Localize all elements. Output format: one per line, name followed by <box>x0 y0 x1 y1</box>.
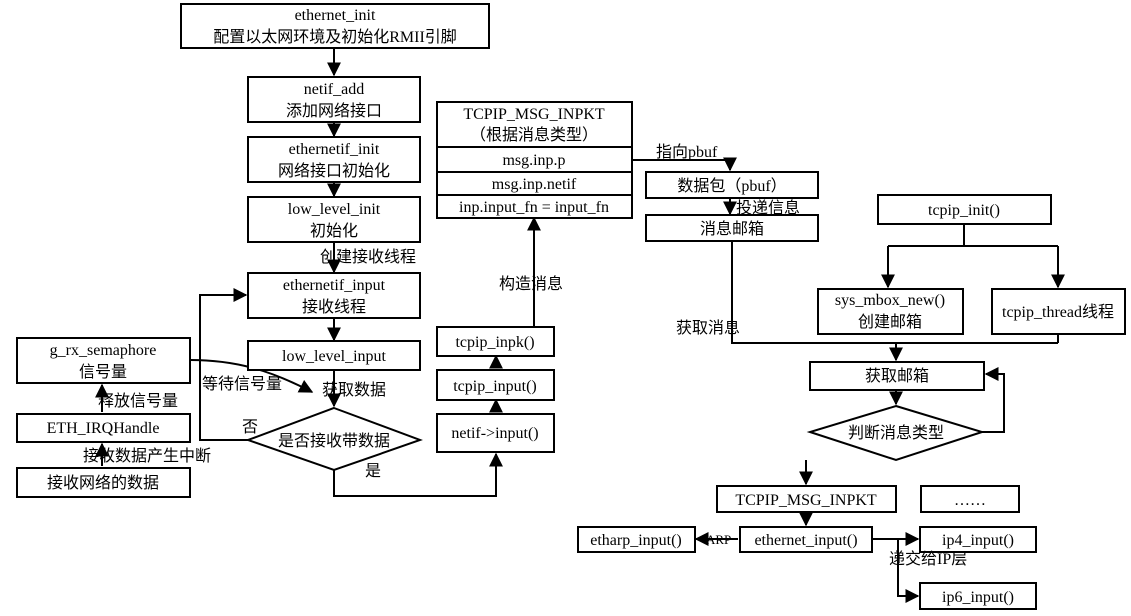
other-types-box: …… <box>920 485 1020 513</box>
fetch-mailbox-box: 获取邮箱 <box>809 361 985 391</box>
ethernet-init-box: ethernet_init 配置以太网环境及初始化RMII引脚 <box>180 3 490 49</box>
create-rx-thread-label: 创建接收线程 <box>320 248 416 266</box>
ethernetif-input-box: ethernetif_input 接收线程 <box>247 272 421 319</box>
fetch-message-label: 获取消息 <box>676 319 740 337</box>
fetch-mailbox-text: 获取邮箱 <box>865 367 929 385</box>
eth-irq-handle-name: ETH_IRQHandle <box>47 420 160 437</box>
sys-mbox-new-box: sys_mbox_new() 创建邮箱 <box>817 288 964 335</box>
netif-add-name: netif_add <box>304 81 364 98</box>
judge-msg-type-decision: 判断消息类型 <box>806 404 986 462</box>
message-mailbox-text: 消息邮箱 <box>700 220 764 238</box>
deliver-to-ip-label: 递交给IP层 <box>889 550 967 568</box>
arp-label: ARP <box>706 532 731 547</box>
pbuf-text: 数据包（pbuf） <box>677 177 786 195</box>
tcpip-inpk-name: tcpip_inpk() <box>455 334 534 351</box>
netif-input-name: netif->input() <box>451 425 538 442</box>
netif-add-box: netif_add 添加网络接口 <box>247 76 421 123</box>
yes-label: 是 <box>365 463 381 480</box>
ethernetif-input-name: ethernetif_input <box>283 277 386 294</box>
etharp-input-name: etharp_input() <box>590 532 682 549</box>
tcpip-input-name: tcpip_input() <box>453 378 537 395</box>
receive-network-data-text: 接收网络的数据 <box>47 473 159 492</box>
tcpip-inpk-box: tcpip_inpk() <box>436 326 555 357</box>
msg-struct-subtitle: （根据消息类型） <box>470 126 598 144</box>
sys-mbox-new-desc: 创建邮箱 <box>858 313 922 331</box>
eth-irq-handle-box: ETH_IRQHandle <box>16 413 191 443</box>
tcpip-init-box: tcpip_init() <box>877 194 1052 225</box>
ip6-input-box: ip6_input() <box>919 582 1037 610</box>
receive-network-data-box: 接收网络的数据 <box>16 467 191 498</box>
decision-text: 是否接收带数据 <box>278 432 390 450</box>
ethernet-init-desc: 配置以太网环境及初始化RMII引脚 <box>213 27 457 46</box>
tcpip-thread-box: tcpip_thread线程 <box>991 288 1126 335</box>
sys-mbox-new-name: sys_mbox_new() <box>835 292 945 309</box>
ethernetif-init-box: ethernetif_init 网络接口初始化 <box>247 136 421 183</box>
build-message-label: 构造消息 <box>499 275 563 293</box>
ethernetif-init-name: ethernetif_init <box>289 141 380 158</box>
ip6-input-name: ip6_input() <box>942 589 1014 606</box>
msg-struct-title: TCPIP_MSG_INPKT <box>463 106 605 123</box>
g-rx-semaphore-desc: 信号量 <box>79 363 127 381</box>
low-level-input-box: low_level_input <box>247 340 421 371</box>
msg-field-inp-p: msg.inp.p <box>502 152 565 169</box>
msg-inpkt-text: TCPIP_MSG_INPKT <box>735 492 877 509</box>
msg-field-inp-netif: msg.inp.netif <box>492 176 577 193</box>
netif-input-box: netif->input() <box>436 413 555 453</box>
message-mailbox-box: 消息邮箱 <box>645 214 819 242</box>
etharp-input-box: etharp_input() <box>577 526 696 553</box>
low-level-init-box: low_level_init 初始化 <box>247 196 421 243</box>
ethernetif-init-desc: 网络接口初始化 <box>278 161 390 180</box>
get-data-label: 获取数据 <box>322 381 386 399</box>
pbuf-box: 数据包（pbuf） <box>645 171 819 199</box>
wait-semaphore-label: 等待信号量 <box>202 375 282 393</box>
no-label: 否 <box>242 419 258 436</box>
msg-inpkt-box: TCPIP_MSG_INPKT <box>716 485 897 513</box>
tcpip-init-name: tcpip_init() <box>928 202 1000 219</box>
points-to-pbuf-label: 指向pbuf <box>656 143 718 161</box>
other-types-text: …… <box>954 492 986 509</box>
has-data-decision: 是否接收带数据 <box>245 406 423 472</box>
post-message-label: 投递信息 <box>736 199 800 217</box>
g-rx-semaphore-name: g_rx_semaphore <box>50 342 157 359</box>
g-rx-semaphore-box: g_rx_semaphore 信号量 <box>16 337 191 384</box>
msg-struct-box: TCPIP_MSG_INPKT （根据消息类型） msg.inp.p msg.i… <box>436 101 633 219</box>
tcpip-input-box: tcpip_input() <box>436 369 555 401</box>
ethernetif-input-desc: 接收线程 <box>302 298 366 316</box>
ethernet-input-name: ethernet_input() <box>754 532 857 549</box>
ethernet-init-name: ethernet_init <box>295 7 376 24</box>
connectors <box>95 48 1065 603</box>
release-semaphore-label: 释放信号量 <box>98 392 178 410</box>
ip4-input-name: ip4_input() <box>942 532 1014 549</box>
low-level-init-desc: 初始化 <box>310 222 358 240</box>
netif-add-desc: 添加网络接口 <box>286 101 382 120</box>
low-level-input-name: low_level_input <box>282 348 387 365</box>
interrupt-label: 接收数据产生中断 <box>83 447 211 465</box>
msg-field-input-fn: inp.input_fn = input_fn <box>459 199 609 216</box>
ethernet-input-box: ethernet_input() <box>739 526 873 553</box>
tcpip-thread-name: tcpip_thread线程 <box>1002 303 1114 321</box>
judge-msg-type-text: 判断消息类型 <box>848 424 944 442</box>
low-level-init-name: low_level_init <box>288 201 381 218</box>
ip4-input-box: ip4_input() <box>919 526 1037 553</box>
